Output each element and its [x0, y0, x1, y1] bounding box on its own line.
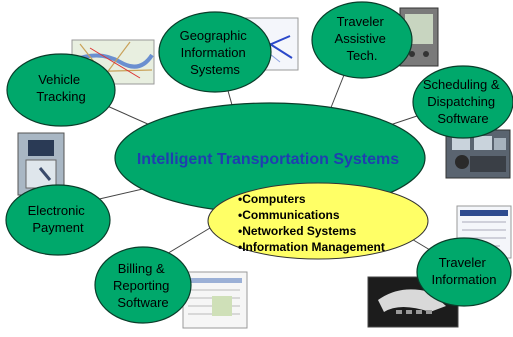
vehicle-tracking-oval	[6, 53, 116, 127]
vehicle-tracking-label: Vehicle Tracking	[36, 72, 85, 104]
traveler-info-oval	[416, 237, 512, 307]
billing-oval	[94, 246, 192, 324]
scheduling-label: Scheduling & Dispatching Software	[423, 77, 503, 126]
traveler-assistive-label: Traveler Assistive Tech.	[335, 14, 390, 63]
its-title: Intelligent Transportation Systems	[137, 151, 399, 168]
gis-label: Geographic Information Systems	[180, 28, 251, 77]
report-screenshot	[182, 271, 248, 329]
gis-oval	[158, 11, 272, 93]
traveler-info-label: Traveler Information	[431, 255, 496, 287]
core-components-list: •Computers •Communications •Networked Sy…	[238, 192, 385, 254]
billing-label: Billing & Reporting Software	[113, 261, 173, 310]
electronic-payment-oval	[5, 184, 111, 256]
core-components-oval	[207, 182, 429, 260]
electronic-payment-label: Electronic Payment	[28, 203, 89, 235]
scheduling-oval	[412, 65, 513, 139]
traveler-assistive-oval	[311, 1, 413, 79]
